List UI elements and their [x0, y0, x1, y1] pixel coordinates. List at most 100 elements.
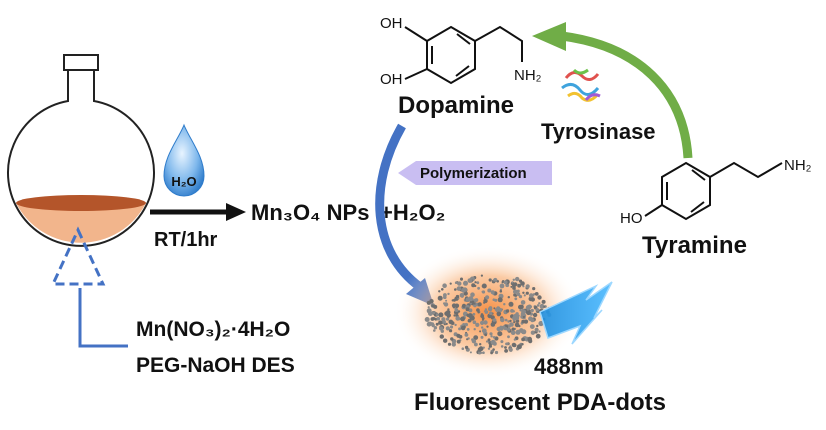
pda-dot	[447, 308, 450, 311]
pda-dot	[472, 320, 477, 325]
pda-dot	[445, 299, 448, 302]
pda-dot	[441, 288, 444, 291]
pda-dot	[509, 345, 512, 348]
pda-dot	[464, 333, 469, 337]
pda-dot	[543, 305, 546, 308]
pda-dot	[525, 291, 529, 295]
pda-dot	[472, 312, 476, 316]
pda-dot	[493, 307, 496, 310]
pda-dot	[492, 336, 496, 339]
pda-dot	[482, 346, 485, 349]
tyramine-chain	[709, 161, 783, 179]
pda-dot	[471, 339, 477, 344]
dopamine-oh-bottom: OH	[380, 71, 403, 88]
pda-dot	[492, 292, 495, 295]
pda-dot	[510, 330, 516, 336]
pda-dot	[522, 315, 526, 319]
pda-dot	[454, 281, 458, 285]
flask-outline	[7, 70, 155, 247]
pda-dot	[500, 317, 505, 323]
pda-dot	[487, 288, 492, 293]
pda-dot	[443, 293, 447, 297]
pda-dot	[521, 343, 524, 346]
pda-dot	[476, 281, 480, 285]
pda-dot	[442, 283, 447, 289]
pda-dot	[449, 282, 452, 285]
pda-dot	[530, 297, 535, 302]
pda-dot	[447, 292, 450, 296]
pda-dot	[538, 320, 544, 327]
pda-dot	[490, 335, 493, 338]
pda-dot	[464, 345, 469, 350]
heating-triangle	[50, 226, 106, 286]
pda-dot	[479, 343, 482, 346]
pda-dot	[460, 325, 466, 331]
pda-dot	[481, 290, 486, 294]
tyramine-structure: HO NH₂	[620, 157, 812, 227]
pda-dot	[529, 293, 534, 298]
pda-dot	[506, 327, 511, 332]
pda-dot	[439, 334, 444, 339]
pda-dot	[433, 326, 438, 330]
pda-dot	[535, 333, 541, 339]
pda-dot	[463, 280, 468, 286]
pda-dot	[494, 298, 498, 302]
pda-dot	[487, 306, 493, 312]
pda-dot	[541, 299, 546, 304]
pda-dot	[463, 287, 468, 292]
pda-dot	[464, 322, 468, 327]
pda-dot	[454, 288, 457, 291]
pda-dot	[529, 324, 535, 329]
pda-dot	[510, 285, 513, 288]
pda-dot	[471, 283, 476, 288]
pda-dot	[454, 308, 459, 313]
reaction-arrow-head	[226, 203, 246, 221]
pda-dot	[522, 285, 525, 288]
pda-dot	[467, 337, 470, 340]
pda-dot	[534, 327, 539, 332]
pda-dot	[456, 339, 461, 344]
pda-dot	[467, 278, 473, 283]
pda-dot	[517, 283, 521, 288]
pda-dot	[525, 284, 530, 289]
pda-dot	[519, 309, 522, 312]
polymerization-label: Polymerization	[420, 165, 527, 182]
pda-dot	[530, 308, 534, 313]
pda-dot	[481, 326, 484, 329]
pda-dot	[505, 309, 510, 313]
pda-dot	[512, 283, 516, 288]
pda-dot	[469, 302, 472, 305]
pda-dot	[535, 308, 540, 312]
pda-dot	[438, 290, 441, 293]
lightning-bolt-icon	[539, 281, 613, 345]
round-bottom-flask	[7, 54, 155, 247]
pda-dot	[503, 303, 506, 306]
pda-dot	[483, 320, 488, 325]
pda-dot	[443, 323, 446, 326]
pda-dot	[503, 280, 508, 285]
pda-dot	[488, 278, 492, 282]
pda-dot	[467, 313, 473, 319]
pda-dot	[507, 296, 510, 299]
tyrosinase-protein-icon	[561, 68, 601, 102]
pda-dot	[482, 351, 485, 355]
pda-dot	[447, 327, 450, 331]
pda-dot	[449, 325, 454, 329]
pda-dot	[477, 302, 482, 307]
pda-dot	[424, 317, 430, 322]
pda-dot	[455, 294, 460, 299]
pda-dot	[511, 342, 517, 348]
pda-dot	[498, 308, 503, 312]
water-label: H₂O	[171, 174, 196, 189]
enzymatic-arrow-head	[532, 22, 566, 51]
pda-dot	[520, 300, 526, 305]
pda-dot	[504, 346, 507, 349]
pda-dot	[493, 278, 496, 282]
pda-dot	[521, 329, 527, 335]
dopamine-label: Dopamine	[398, 92, 514, 119]
pda-dot	[499, 290, 503, 293]
polymerization-arrow	[398, 161, 552, 185]
pda-dot	[511, 281, 514, 284]
pda-dot	[472, 317, 475, 320]
pda-dot	[534, 292, 539, 296]
